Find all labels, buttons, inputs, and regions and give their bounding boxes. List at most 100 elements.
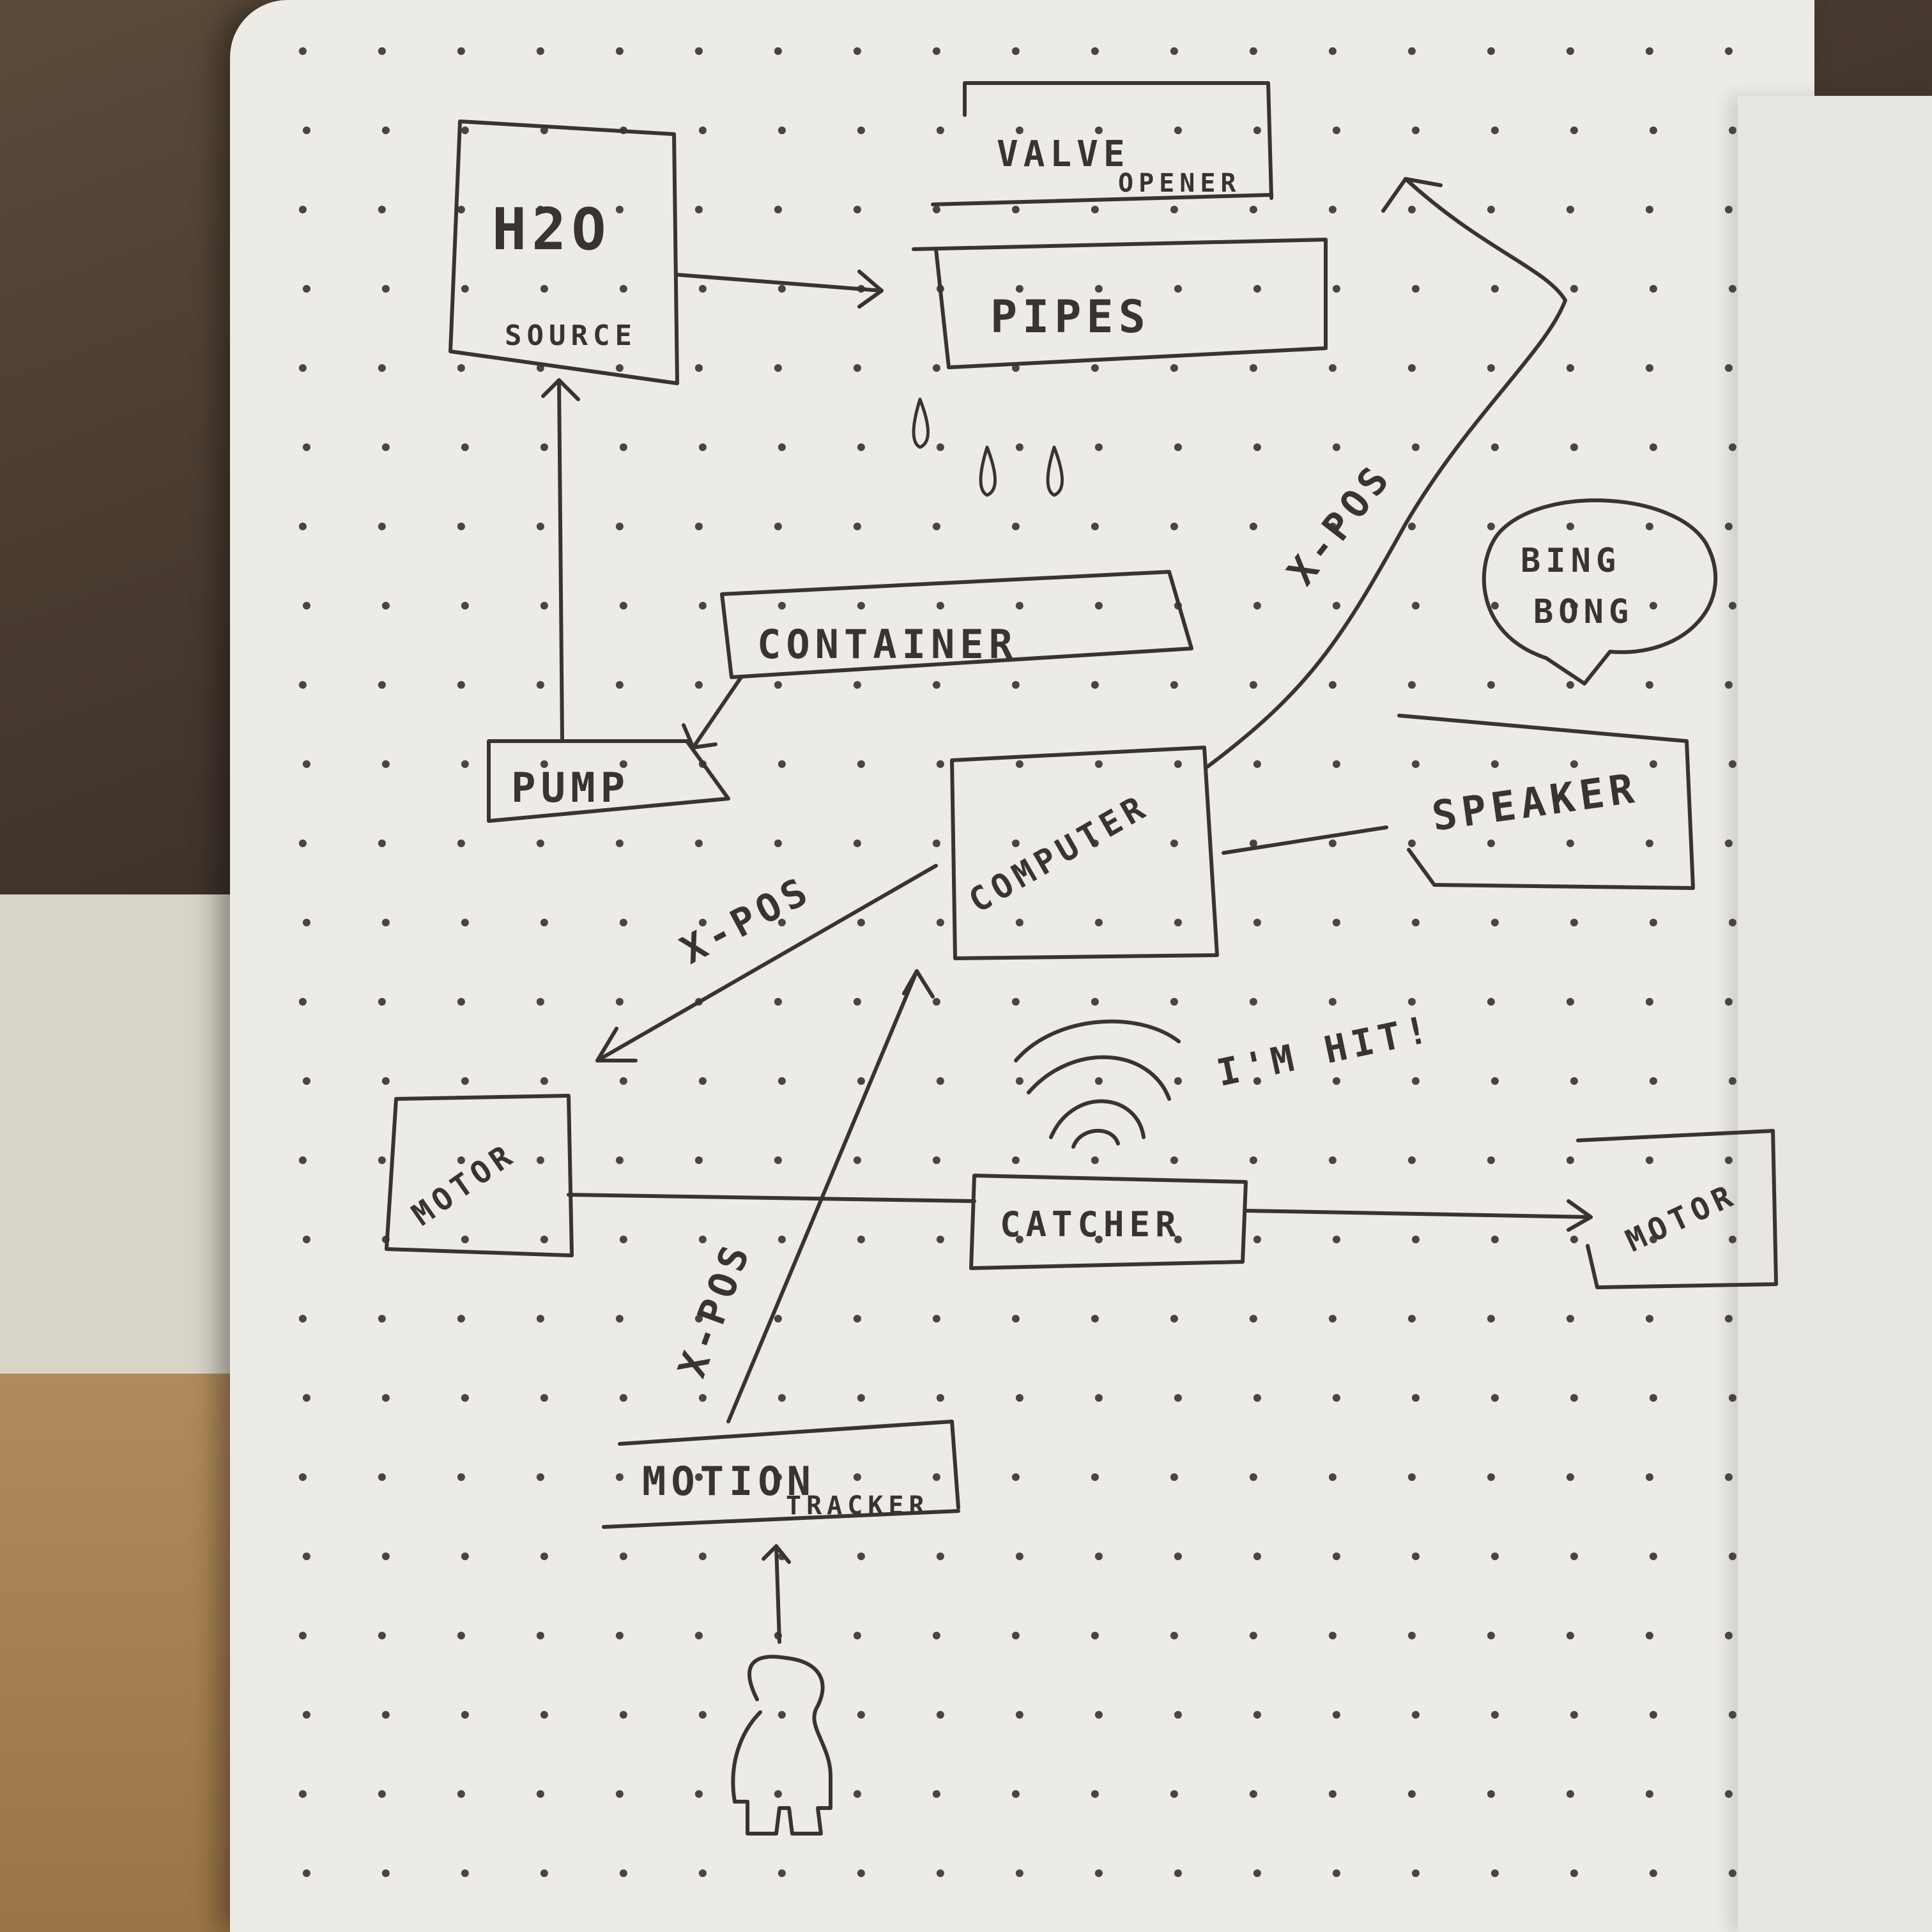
grid-dot xyxy=(619,1869,627,1877)
grid-dot xyxy=(1411,1236,1420,1243)
grid-dot xyxy=(1491,1077,1499,1085)
grid-dot xyxy=(774,47,782,55)
grid-dot xyxy=(1411,1077,1420,1085)
grid-dot xyxy=(774,364,782,372)
grid-dot xyxy=(1249,47,1257,55)
grid-dot xyxy=(1645,1632,1653,1639)
grid-dot xyxy=(1332,760,1340,768)
grid-dot xyxy=(1491,1711,1499,1719)
person-icon xyxy=(731,1655,832,1836)
grid-dot xyxy=(298,839,307,847)
grid-dot xyxy=(457,1156,465,1164)
grid-dot xyxy=(302,1077,310,1085)
grid-dot xyxy=(694,1156,703,1164)
grid-dot xyxy=(1570,1552,1578,1560)
grid-dot xyxy=(1011,1315,1020,1322)
grid-dot xyxy=(381,602,390,610)
grid-dot xyxy=(1094,760,1103,768)
grid-dot xyxy=(461,1077,469,1085)
grid-dot xyxy=(932,1473,940,1481)
grid-dot xyxy=(1253,919,1261,926)
grid-dot xyxy=(298,1156,307,1164)
notebook-facing-page xyxy=(1738,96,1932,1932)
grid-dot xyxy=(1724,206,1733,213)
grid-dot xyxy=(1728,1394,1736,1402)
grid-dot xyxy=(698,126,707,134)
bubble-line1: BING xyxy=(1521,542,1621,580)
grid-dot xyxy=(619,443,627,451)
grid-dot xyxy=(1094,285,1103,293)
grid-dot xyxy=(1253,1711,1261,1719)
grid-dot xyxy=(1253,1552,1261,1560)
grid-dot xyxy=(381,126,390,134)
grid-dot xyxy=(1249,839,1257,847)
computer-label: COMPUTER xyxy=(963,787,1156,921)
grid-dot xyxy=(1332,1394,1340,1402)
grid-dot xyxy=(1487,1790,1495,1798)
grid-dot xyxy=(694,1632,703,1639)
grid-dot xyxy=(536,1632,544,1639)
grid-dot xyxy=(540,443,548,451)
grid-dot xyxy=(1011,1632,1020,1639)
edges xyxy=(541,177,1593,1644)
grid-dot xyxy=(694,1315,703,1322)
grid-dot xyxy=(778,443,786,451)
edge-label-computer-motor: X-POS xyxy=(673,868,819,973)
dot-grid xyxy=(298,47,1736,1877)
grid-dot xyxy=(1091,47,1099,55)
grid-dot xyxy=(1411,1711,1420,1719)
grid-dot xyxy=(774,523,782,530)
grid-dot xyxy=(1174,1236,1182,1243)
notebook-page xyxy=(230,0,1814,1932)
grid-dot xyxy=(1249,681,1257,689)
grid-dot xyxy=(1015,285,1023,293)
grid-dot xyxy=(1649,285,1657,293)
grid-dot xyxy=(536,1315,544,1322)
bubble-line2: BONG xyxy=(1533,593,1634,631)
grid-dot xyxy=(619,760,627,768)
grid-dot xyxy=(857,760,865,768)
grid-dot xyxy=(298,47,307,55)
grid-dot xyxy=(619,285,627,293)
valve-opener-line2: OPENER xyxy=(1118,169,1241,198)
grid-dot xyxy=(461,1552,469,1560)
grid-dot xyxy=(298,1473,307,1481)
grid-dot xyxy=(1724,1473,1733,1481)
grid-dot xyxy=(378,1315,386,1322)
grid-dot xyxy=(1091,1315,1099,1322)
grid-dot xyxy=(1407,1156,1416,1164)
grid-dot xyxy=(1170,523,1178,530)
grid-dot xyxy=(1487,839,1495,847)
grid-dot xyxy=(694,364,703,372)
node-catcher: CATCHER xyxy=(969,1174,1248,1270)
grid-dot xyxy=(1011,1156,1020,1164)
grid-dot xyxy=(698,1869,707,1877)
speaker-label: SPEAKER xyxy=(1429,765,1642,841)
grid-dot xyxy=(694,47,703,55)
grid-dot xyxy=(536,523,544,530)
grid-dot xyxy=(1328,1632,1337,1639)
grid-dot xyxy=(1724,364,1733,372)
grid-dot xyxy=(1174,1077,1182,1085)
grid-dot xyxy=(853,839,861,847)
node-motor-left: MOTOR xyxy=(385,1094,574,1257)
grid-dot xyxy=(619,1077,627,1085)
grid-dot xyxy=(1566,47,1574,55)
grid-dot xyxy=(1728,760,1736,768)
grid-dot xyxy=(857,1869,865,1877)
grid-dot xyxy=(1649,919,1657,926)
grid-dot xyxy=(1407,1790,1416,1798)
grid-dot xyxy=(615,364,624,372)
grid-dot xyxy=(1332,602,1340,610)
grid-dot xyxy=(698,919,707,926)
grid-dot xyxy=(381,919,390,926)
grid-dot xyxy=(540,285,548,293)
grid-dot xyxy=(1645,1790,1653,1798)
grid-dot xyxy=(778,760,786,768)
grid-dot xyxy=(540,760,548,768)
grid-dot xyxy=(536,1473,544,1481)
grid-dot xyxy=(1015,1077,1023,1085)
grid-dot xyxy=(1249,1632,1257,1639)
grid-dot xyxy=(457,1315,465,1322)
grid-dot xyxy=(381,1552,390,1560)
